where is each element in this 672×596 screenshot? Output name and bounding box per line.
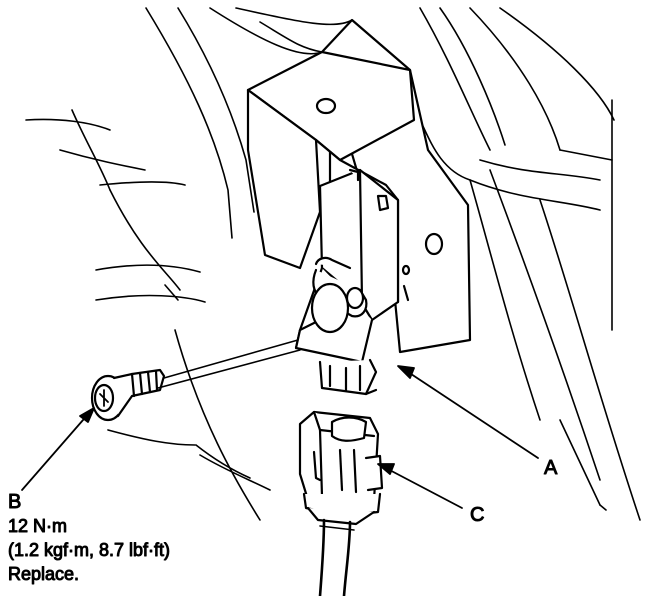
torque-spec: 12 N·m xyxy=(8,516,67,536)
callout-arrows xyxy=(21,365,539,509)
harness-connector xyxy=(298,410,384,596)
mounting-bolt xyxy=(90,368,166,422)
callout-b-label: B xyxy=(8,491,21,513)
body-panel-contours xyxy=(25,7,641,521)
callout-a-label: A xyxy=(544,457,558,479)
replace-note: Replace. xyxy=(8,564,79,584)
sensor-unit xyxy=(294,168,400,396)
torque-spec-alt: (1.2 kgf·m, 8.7 lbf·ft) xyxy=(8,540,170,560)
callout-c-label: C xyxy=(470,504,484,526)
assembly-lines xyxy=(157,339,301,389)
